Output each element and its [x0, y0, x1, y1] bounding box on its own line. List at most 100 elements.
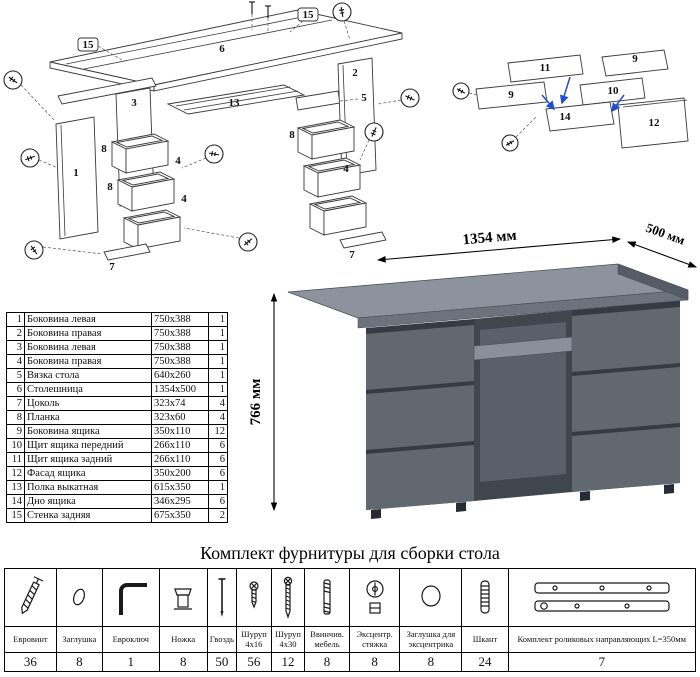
- part-name: Фасад ящика: [24, 466, 152, 481]
- hardware-name: Ножка: [159, 627, 207, 653]
- parts-table-row: 7 Цоколь 323x74 4: [6, 396, 228, 411]
- part-label-5: 5: [361, 92, 367, 104]
- hardware-qty: 36: [23, 654, 37, 669]
- part-size: 350x200: [151, 466, 209, 481]
- left-side-panel: [55, 116, 99, 240]
- hardware-callouts: [3, 2, 420, 260]
- part-qty: 4: [208, 410, 228, 425]
- part-size: 266x110: [151, 452, 209, 467]
- part-label-3: 3: [131, 97, 137, 109]
- desk-legs: [371, 484, 674, 519]
- part-qty: 6: [208, 466, 228, 481]
- parts-table-row: 9 Боковина ящика 350x110 12: [6, 424, 228, 439]
- hardware-qty: 7: [598, 654, 606, 669]
- hardware-kit-title: Комплект фурнитуры для сборки стола: [200, 543, 500, 563]
- part-label-1: 1: [73, 167, 79, 179]
- hardware-qty: 8: [323, 654, 331, 669]
- cam-lock-icon: [349, 569, 400, 627]
- part-name: Щит ящика задний: [24, 452, 152, 467]
- drawer-bottom-panel: [545, 101, 615, 132]
- screw-detail-top: [249, 1, 271, 32]
- hardware-name: Евровинт: [5, 627, 56, 653]
- part-label-9b: 9: [508, 89, 514, 101]
- hardware-name: Гвоздь: [207, 627, 236, 653]
- part-size: 750x388: [151, 326, 209, 341]
- parts-table-row: 10 Щит ящика передний 266x110 6: [6, 438, 228, 453]
- part-label-2: 2: [352, 67, 358, 79]
- hardware-name: Шуруп 4x30: [272, 627, 305, 653]
- part-name: Вязка стола: [24, 368, 152, 383]
- parts-table-row: 6 Столешница 1354x500 1: [6, 382, 228, 397]
- part-size: 615x350: [151, 480, 209, 495]
- part-number: 3: [6, 340, 25, 355]
- part-name: Боковина левая: [24, 340, 152, 355]
- part-name: Стенка задняя: [24, 508, 152, 523]
- hardware-name: Ввинчив. мебель: [305, 627, 349, 653]
- part-name: Цоколь: [24, 396, 152, 411]
- cam-cap-icon: [400, 569, 462, 627]
- label-box-15b: [297, 7, 319, 22]
- part-name: Боковина ящика: [24, 424, 152, 439]
- hex-key-icon: [102, 569, 159, 627]
- part-number: 12: [6, 466, 25, 481]
- left-drawer-stack: [110, 133, 182, 250]
- hardware-qty: 50: [215, 654, 229, 669]
- nail-icon: [207, 569, 236, 627]
- part-label-6: 6: [219, 43, 225, 55]
- part-name: Столешница: [24, 382, 152, 397]
- part-number: 2: [6, 326, 25, 341]
- hardware-qty: 12: [281, 654, 295, 669]
- part-name: Полка выкатная: [24, 480, 152, 495]
- part-name: Планка: [24, 410, 152, 425]
- hardware-col-gvozd: Гвоздь 50: [207, 569, 237, 671]
- assembly-arrows: [541, 76, 625, 113]
- drawer-side-panel-a: [601, 49, 669, 77]
- part-name: Боковина левая: [24, 312, 152, 327]
- part-number: 8: [6, 410, 25, 425]
- hardware-name: Эксцентр. стяжка: [349, 627, 400, 653]
- part-label-4c: 4: [343, 163, 349, 175]
- parts-table-row: 5 Вязка стола 640x260 1: [6, 368, 228, 383]
- part-number: 6: [6, 382, 25, 397]
- parts-table-body: 1 Боковина левая 750x388 1 2 Боковина пр…: [6, 312, 228, 523]
- part-size: 323x60: [151, 410, 209, 425]
- hardware-callouts-drawer: [452, 82, 537, 152]
- part-number: 4: [6, 354, 25, 369]
- part-size: 675x350: [151, 508, 209, 523]
- part-number: 15: [6, 508, 25, 523]
- hardware-qty: 56: [247, 654, 261, 669]
- desk-right-pedestal: [572, 301, 680, 492]
- desk-exploded-diagram: 15 15 6 1 3: [3, 1, 420, 273]
- right-drawer-stack: [296, 119, 368, 236]
- part-label-12: 12: [649, 117, 661, 129]
- part-size: 323x74: [151, 396, 209, 411]
- parts-table-row: 2 Боковина правая 750x388 1: [6, 326, 228, 341]
- parts-table-row: 12 Фасад ящика 350x200 6: [6, 466, 228, 481]
- part-label-11: 11: [540, 62, 550, 74]
- part-number: 7: [6, 396, 25, 411]
- desk-left-pedestal: [366, 319, 474, 510]
- part-qty: 1: [208, 382, 228, 397]
- part-label-8a: 8: [101, 143, 107, 155]
- screw-cap-icon: [56, 569, 102, 627]
- confirmat-screw-icon: [5, 569, 56, 627]
- hardware-name: Комплект роликовых направляющих L=350мм: [508, 627, 695, 653]
- hardware-col-shurup-4x16: Шуруп 4x16 56: [236, 569, 272, 671]
- drawer-exploded-diagram: 11 9 9 10 14 12: [452, 49, 689, 152]
- hardware-name: Шкант: [462, 627, 508, 653]
- dimension-width: 1354 мм: [376, 228, 622, 263]
- part-label-15a: 15: [83, 39, 95, 51]
- parts-table-row: 11 Щит ящика задний 266x110 6: [6, 452, 228, 467]
- part-number: 1: [6, 312, 25, 327]
- part-name: Дно ящика: [24, 494, 152, 509]
- hardware-col-shkant: Шкант 24: [462, 569, 509, 671]
- hardware-col-nozhka: Ножка 8: [159, 569, 208, 671]
- dimension-depth: 500 мм: [626, 220, 698, 268]
- part-name: Щит ящика передний: [24, 438, 152, 453]
- drawer-back-panel: [507, 54, 584, 83]
- part-name: Боковина правая: [24, 354, 152, 369]
- hardware-name: Евроключ: [102, 627, 159, 653]
- part-label-9a: 9: [632, 53, 638, 65]
- dimension-height: 766 мм: [248, 292, 278, 512]
- part-qty: 1: [208, 326, 228, 341]
